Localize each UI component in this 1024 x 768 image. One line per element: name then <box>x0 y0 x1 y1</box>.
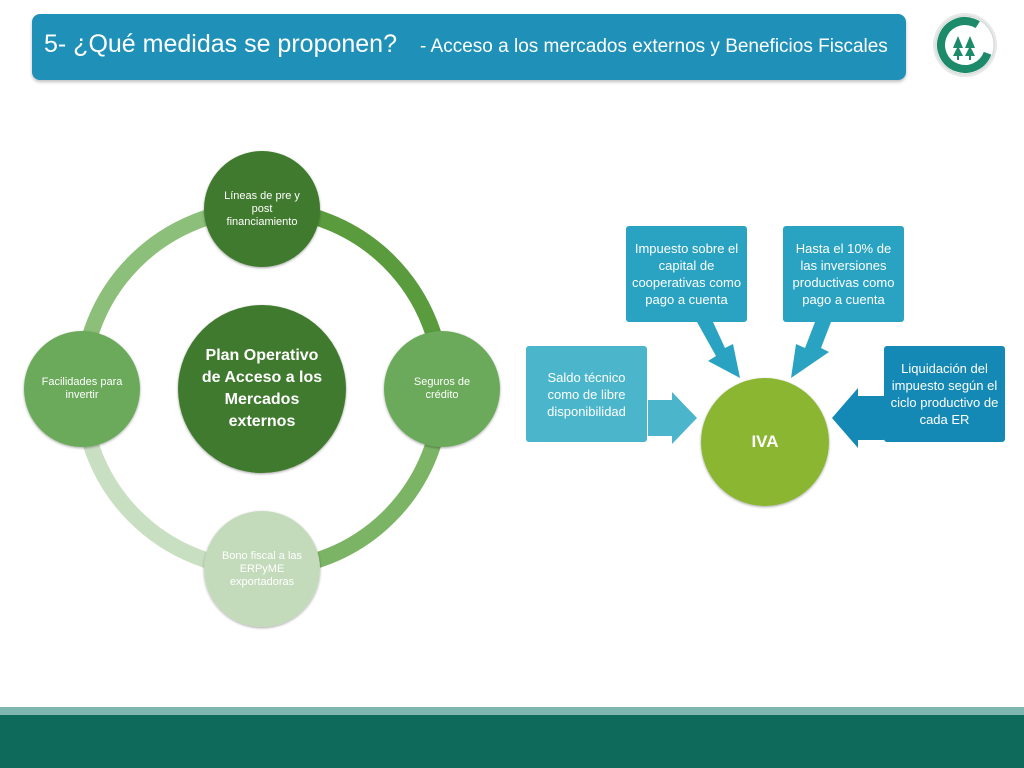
iva-center-label: IVA <box>751 432 779 451</box>
node-top <box>204 151 320 267</box>
footer-accent-strip <box>0 707 1024 715</box>
page-title: 5- ¿Qué medidas se proponen? <box>44 30 397 58</box>
page-subtitle: - Acceso a los mercados externos y Benef… <box>420 36 888 57</box>
cooperative-logo-icon <box>933 13 997 77</box>
arrow-from-right-box <box>832 388 884 448</box>
node-bottom <box>204 511 320 627</box>
center-node-label: Plan Operativo de Acceso a los Mercados … <box>201 347 323 430</box>
node-right-label: Seguros de crédito <box>413 376 471 401</box>
node-right <box>384 331 500 447</box>
iva-box-right: Liquidación del impuesto según el ciclo … <box>884 346 1005 442</box>
center-node <box>178 305 346 473</box>
iva-box-top-left: Impuesto sobre el capital de cooperativa… <box>626 226 747 322</box>
arrow-from-left-box <box>648 392 697 444</box>
iva-box-left: Saldo técnico como de libre disponibilid… <box>526 346 647 442</box>
node-left <box>24 331 140 447</box>
node-left-label: Facilidades para invertir <box>41 376 123 401</box>
arrow-from-top-right-box <box>791 322 831 378</box>
iva-box-top-right: Hasta el 10% de las inversiones producti… <box>783 226 904 322</box>
footer-bar <box>0 715 1024 768</box>
iva-center <box>701 378 829 506</box>
arrow-from-top-left-box <box>697 322 740 378</box>
title-bar: 5- ¿Qué medidas se proponen? - Acceso a … <box>32 14 906 80</box>
node-bottom-label: Bono fiscal a las ERPyME exportadoras <box>221 549 303 588</box>
node-top-label: Líneas de pre y post financiamiento <box>224 189 300 228</box>
